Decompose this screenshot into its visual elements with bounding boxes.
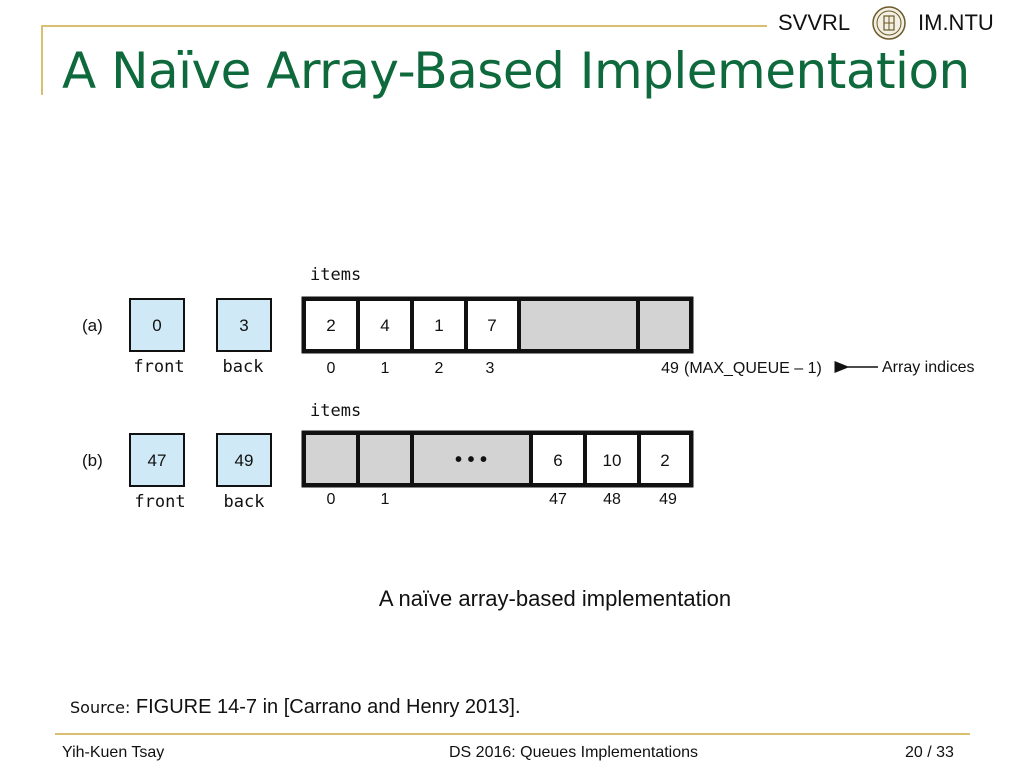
figure-caption: A naïve array-based implementation — [378, 586, 732, 611]
front-label-b: front — [134, 492, 185, 512]
index-label-a: 2 — [435, 360, 444, 377]
items-cell-b — [304, 433, 358, 485]
index-label-b: 48 — [603, 491, 621, 508]
panel-label-b: (b) — [82, 451, 103, 470]
items-value-a: 2 — [326, 316, 335, 335]
back-value-b: 49 — [235, 451, 254, 470]
header-imntu: IM.NTU — [918, 10, 994, 35]
header-svvrl: SVVRL — [778, 10, 851, 35]
items-cell-a — [412, 299, 466, 351]
items-value-b: 6 — [553, 451, 562, 470]
items-cell-a — [304, 299, 358, 351]
items-cell-b — [358, 433, 412, 485]
items-array-b — [301, 430, 694, 488]
items-value-a: 4 — [380, 316, 389, 335]
items-value-a: 1 — [434, 316, 443, 335]
page-title: A Naïve Array-Based Implementation — [62, 42, 970, 100]
front-label-a: front — [133, 357, 184, 377]
front-box-b — [129, 433, 185, 487]
max-queue-label: (MAX_QUEUE – 1) — [684, 360, 822, 377]
index-label-a: 0 — [327, 360, 336, 377]
index-label-b: 1 — [381, 491, 390, 508]
source-text: FIGURE 14-7 in [Carrano and Henry 2013]. — [135, 696, 521, 718]
items-value-b: 2 — [660, 451, 669, 470]
footer-author: Yih-Kuen Tsay — [62, 744, 165, 761]
front-value-b: 47 — [148, 451, 167, 470]
footer-total: 33 — [936, 744, 954, 761]
index-label-a: 3 — [486, 360, 495, 377]
panel-label-a: (a) — [82, 316, 103, 335]
back-label-b: back — [224, 492, 265, 512]
items-cell-a — [358, 299, 412, 351]
footer-page-number: 20 / 33 — [905, 744, 954, 761]
array-indices-label: Array indices — [882, 359, 974, 376]
front-value-a: 0 — [152, 316, 161, 335]
index-label-b: 49 — [659, 491, 677, 508]
front-box-a — [129, 298, 185, 352]
footer-course: DS 2016: Queues Implementations — [449, 744, 699, 761]
items-cell-a — [519, 299, 638, 351]
items-cell-a — [466, 299, 519, 351]
items-cell-a — [638, 299, 691, 351]
items-cell-b — [412, 433, 531, 485]
index-label-b: 47 — [549, 491, 567, 508]
items-array-a — [301, 296, 694, 354]
items-cell-b — [639, 433, 691, 485]
items-value-b: 10 — [603, 451, 622, 470]
source-label: Source: — [70, 698, 131, 717]
items-value-a: 7 — [487, 316, 496, 335]
items-label-b: items — [310, 401, 361, 421]
items-cell-b — [585, 433, 639, 485]
footer-rule — [55, 733, 970, 735]
back-box-b — [216, 433, 272, 487]
header-rule — [41, 25, 767, 27]
university-seal-icon — [872, 6, 906, 40]
index-label-b: 0 — [327, 491, 336, 508]
items-cell-b — [531, 433, 585, 485]
queue-array-figure: items (a) 0 front 3 back 2 4 1 7 0 1 2 3… — [82, 265, 974, 512]
back-value-a: 3 — [239, 316, 248, 335]
index-label-a: 1 — [381, 360, 390, 377]
ellipsis-dots: • • • — [455, 449, 487, 471]
back-label-a: back — [223, 357, 264, 377]
footer-page: 20 — [905, 744, 923, 761]
source-line: Source: FIGURE 14-7 in [Carrano and Henr… — [70, 696, 521, 719]
index-label-a: 49 — [661, 360, 679, 377]
back-box-a — [216, 298, 272, 352]
items-label-a: items — [310, 265, 361, 285]
header-rule-vertical — [41, 25, 43, 95]
